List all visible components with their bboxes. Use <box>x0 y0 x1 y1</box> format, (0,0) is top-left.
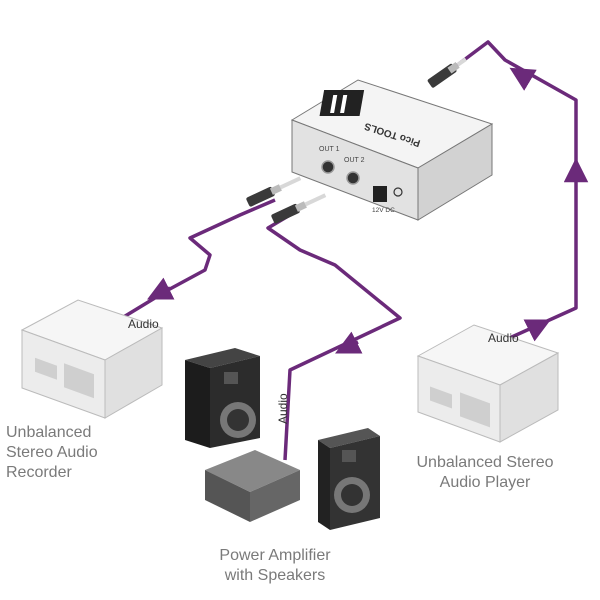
recorder-caption-line-3: Recorder <box>6 464 72 481</box>
jack-connector-input <box>427 57 467 88</box>
speaker-right <box>318 428 380 530</box>
audio-label-recorder: Audio <box>128 317 159 331</box>
audio-label-amplifier: Audio <box>276 393 290 424</box>
port-label-power: 12V DC <box>372 207 395 214</box>
amplifier-caption-line-1: Power Amplifier <box>219 547 331 564</box>
arrow-recorder <box>147 277 175 300</box>
stereo-recorder-device <box>20 299 164 419</box>
power-amplifier-device <box>205 450 300 522</box>
audio-label-player: Audio <box>488 331 519 345</box>
brand-logo <box>319 90 365 116</box>
port-power <box>373 186 387 202</box>
recorder-caption-line-1: Unbalanced <box>6 424 91 441</box>
arrow-player-left <box>509 67 537 91</box>
port-out2 <box>346 171 360 185</box>
player-caption-line-2: Audio Player <box>440 474 531 491</box>
port-out1 <box>321 160 335 174</box>
recorder-caption-line-2: Stereo Audio <box>6 444 98 461</box>
stereo-player-device <box>416 324 560 443</box>
recorder-caption: Unbalanced Stereo Audio Recorder <box>6 424 98 481</box>
speaker-left <box>185 348 260 448</box>
pico-tools-device: Pico TOOLS OUT 1 OUT 2 12V DC <box>290 79 494 221</box>
amplifier-caption: Power Amplifier with Speakers <box>219 547 331 584</box>
player-caption: Unbalanced Stereo Audio Player <box>417 454 554 491</box>
cable-out1-recorder <box>121 198 276 320</box>
arrow-player-bottom <box>523 319 551 342</box>
amplifier-caption-line-2: with Speakers <box>224 567 326 584</box>
player-caption-line-1: Unbalanced Stereo <box>417 454 554 471</box>
jack-connector-out2 <box>271 193 327 224</box>
arrow-amplifier <box>335 331 363 354</box>
port-label-out1: OUT 1 <box>319 146 340 153</box>
port-label-out2: OUT 2 <box>344 157 365 164</box>
cable-out2-amplifier <box>266 210 402 461</box>
cable-player-input <box>454 40 578 342</box>
power-icon <box>393 187 403 197</box>
jack-connector-out1 <box>246 176 302 207</box>
